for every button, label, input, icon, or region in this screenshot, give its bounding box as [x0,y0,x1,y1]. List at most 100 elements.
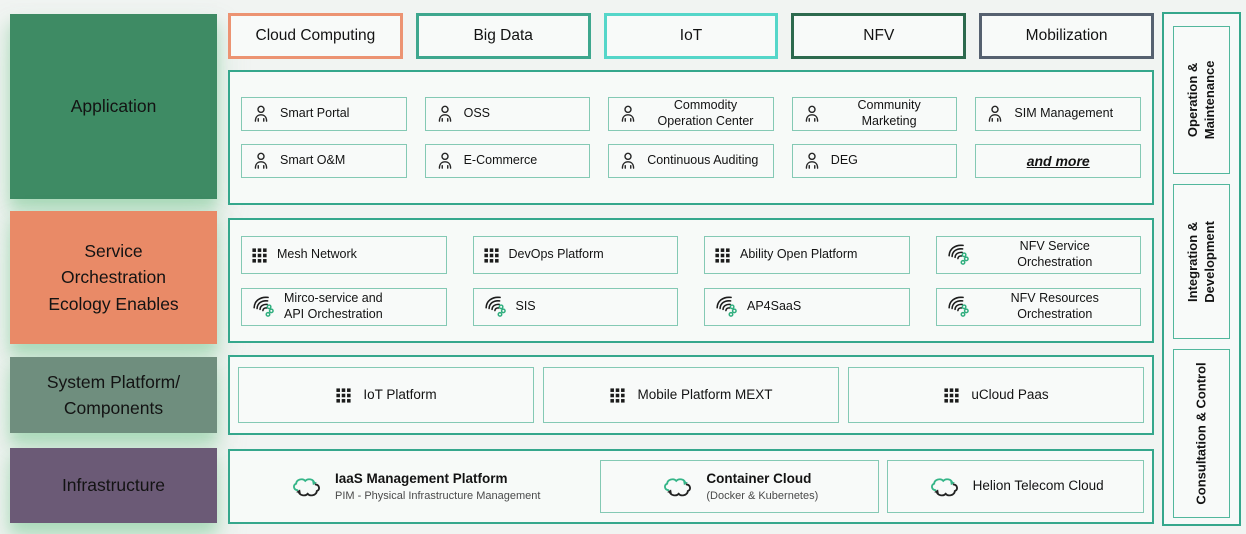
service-orchestration-panel: Mesh Network DevOps Platform Ability Ope… [228,218,1154,343]
svc-item-ap4saas: AP4SaaS [704,288,910,326]
person-icon [435,151,455,171]
svc-item-label: SIS [515,299,536,314]
rail-item-label: Integration & Development [1184,220,1217,303]
rail-item-consultation-control: Consultation & Control [1173,349,1230,518]
person-icon [435,104,455,124]
svc-item-nfv-service-orchestration: NFV Service Orchestration [935,236,1141,274]
app-item-label: Smart Portal [280,106,350,121]
application-panel: Smart Portal OSS Commodity Operation Cen… [228,70,1154,205]
layer-system-platform-label: System Platform/ Components [46,371,181,418]
grid-icon [483,247,500,264]
app-item-smart-portal: Smart Portal [241,97,407,131]
svc-item-label: AP4SaaS [747,299,802,314]
orchestration-icon [946,243,970,267]
grid-icon [609,387,626,404]
app-item-label: Commodity Operation Center [657,98,754,128]
rail-item-label: Operation & Maintenance [1184,60,1217,140]
orchestration-icon [714,295,738,319]
orchestration-icon [483,295,507,319]
svc-item-ability-open-platform: Ability Open Platform [704,236,910,274]
layer-service-orchestration: Service Orchestration Ecology Enables [10,211,217,344]
infra-item-container-cloud: Container Cloud (Docker & Kubernetes) [600,460,880,513]
app-item-label: DEG [830,153,858,168]
tab-big-data-label: Big Data [473,27,533,44]
infra-item-iaas-management: IaaS Management Platform PIM - Physical … [238,460,592,513]
svc-item-label: Mirco-service and API Orchestration [284,291,383,321]
app-item-continuous-auditing: Continuous Auditing [608,144,774,178]
technology-tabs: Cloud Computing Big Data IoT NFV Mobiliz… [228,13,1154,59]
system-platform-panel: IoT Platform Mobile Platform MEXT uCloud… [228,355,1154,435]
app-item-oss: OSS [424,97,591,131]
sys-item-label: IoT Platform [363,386,437,402]
infra-item-subtitle: PIM - Physical Infrastructure Management [334,489,541,502]
person-icon [251,151,271,171]
infra-item-text: Helion Telecom Cloud [973,478,1104,494]
orchestration-icon [946,295,970,319]
tab-nfv: NFV [791,13,967,59]
layer-application: Application [10,14,217,199]
svc-item-label: Mesh Network [277,247,357,262]
sys-item-label: Mobile Platform MEXT [637,386,773,402]
infra-item-subtitle: (Docker & Kubernetes) [706,489,819,502]
tab-cloud-computing: Cloud Computing [228,13,403,59]
tab-iot-label: IoT [679,27,703,44]
rail-item-operation-maintenance: Operation & Maintenance [1173,26,1230,174]
app-item-commodity-operation-center: Commodity Operation Center [608,97,774,131]
layer-service-orchestration-label: Service Orchestration Ecology Enables [48,241,179,314]
layer-infrastructure: Infrastructure [10,448,217,523]
svc-item-sis: SIS [472,288,678,326]
rail-item-label: Consultation & Control [1193,362,1209,505]
app-item-label: Smart O&M [280,153,346,168]
infra-item-title: Helion Telecom Cloud [972,478,1104,494]
app-item-label: SIM Management [1014,106,1114,121]
tab-big-data: Big Data [415,13,591,59]
app-item-label: Community Marketing [857,98,921,128]
sys-item-ucloud-paas: uCloud Paas [848,367,1144,423]
person-icon [251,104,271,124]
svc-item-mesh-network: Mesh Network [241,236,447,274]
tab-mobilization-label: Mobilization [1025,27,1108,44]
app-item-and-more: and more [975,144,1141,178]
infra-item-text: Container Cloud (Docker & Kubernetes) [706,471,818,501]
layer-infrastructure-label: Infrastructure [61,475,166,496]
cloud-sync-icon [290,474,323,499]
svc-item-nfv-resources-orchestration: NFV Resources Orchestration [935,288,1141,326]
tab-iot: IoT [603,13,779,59]
cloud-sync-icon [928,474,961,499]
sys-item-label: uCloud Paas [971,386,1049,402]
and-more-label: and more [1026,153,1090,169]
right-rail: Operation & Maintenance Integration & De… [1162,12,1241,526]
layer-system-platform: System Platform/ Components [10,357,217,433]
orchestration-icon [251,295,275,319]
app-item-label: OSS [463,106,490,121]
person-icon [985,104,1005,124]
sys-item-mobile-platform-mext: Mobile Platform MEXT [543,367,839,423]
svc-item-label: NFV Service Orchestration [1017,239,1093,269]
sys-item-iot-platform: IoT Platform [238,367,534,423]
app-item-e-commerce: E-Commerce [424,144,591,178]
person-icon [618,151,638,171]
svc-item-label: Ability Open Platform [740,247,858,262]
person-icon [802,151,822,171]
app-item-label: E-Commerce [463,153,538,168]
layer-application-label: Application [70,96,157,117]
tab-nfv-label: NFV [863,27,895,44]
infra-item-text: IaaS Management Platform PIM - Physical … [335,471,540,501]
infra-item-helion-telecom-cloud: Helion Telecom Cloud [887,460,1144,513]
infrastructure-panel: IaaS Management Platform PIM - Physical … [228,449,1154,524]
infra-item-title: Container Cloud [706,471,812,487]
app-item-smart-om: Smart O&M [241,144,407,178]
app-item-label: Continuous Auditing [647,153,759,168]
grid-icon [714,247,731,264]
app-item-sim-management: SIM Management [975,97,1141,131]
svc-item-devops-platform: DevOps Platform [472,236,678,274]
grid-icon [335,387,352,404]
infra-item-title: IaaS Management Platform [334,471,508,487]
svc-item-label: NFV Resources Orchestration [1010,291,1099,321]
person-icon [802,104,822,124]
svc-item-mirco-service-api-orchestration: Mirco-service and API Orchestration [241,288,447,326]
tab-mobilization: Mobilization [979,13,1154,59]
grid-icon [943,387,960,404]
svc-item-label: DevOps Platform [508,247,604,262]
